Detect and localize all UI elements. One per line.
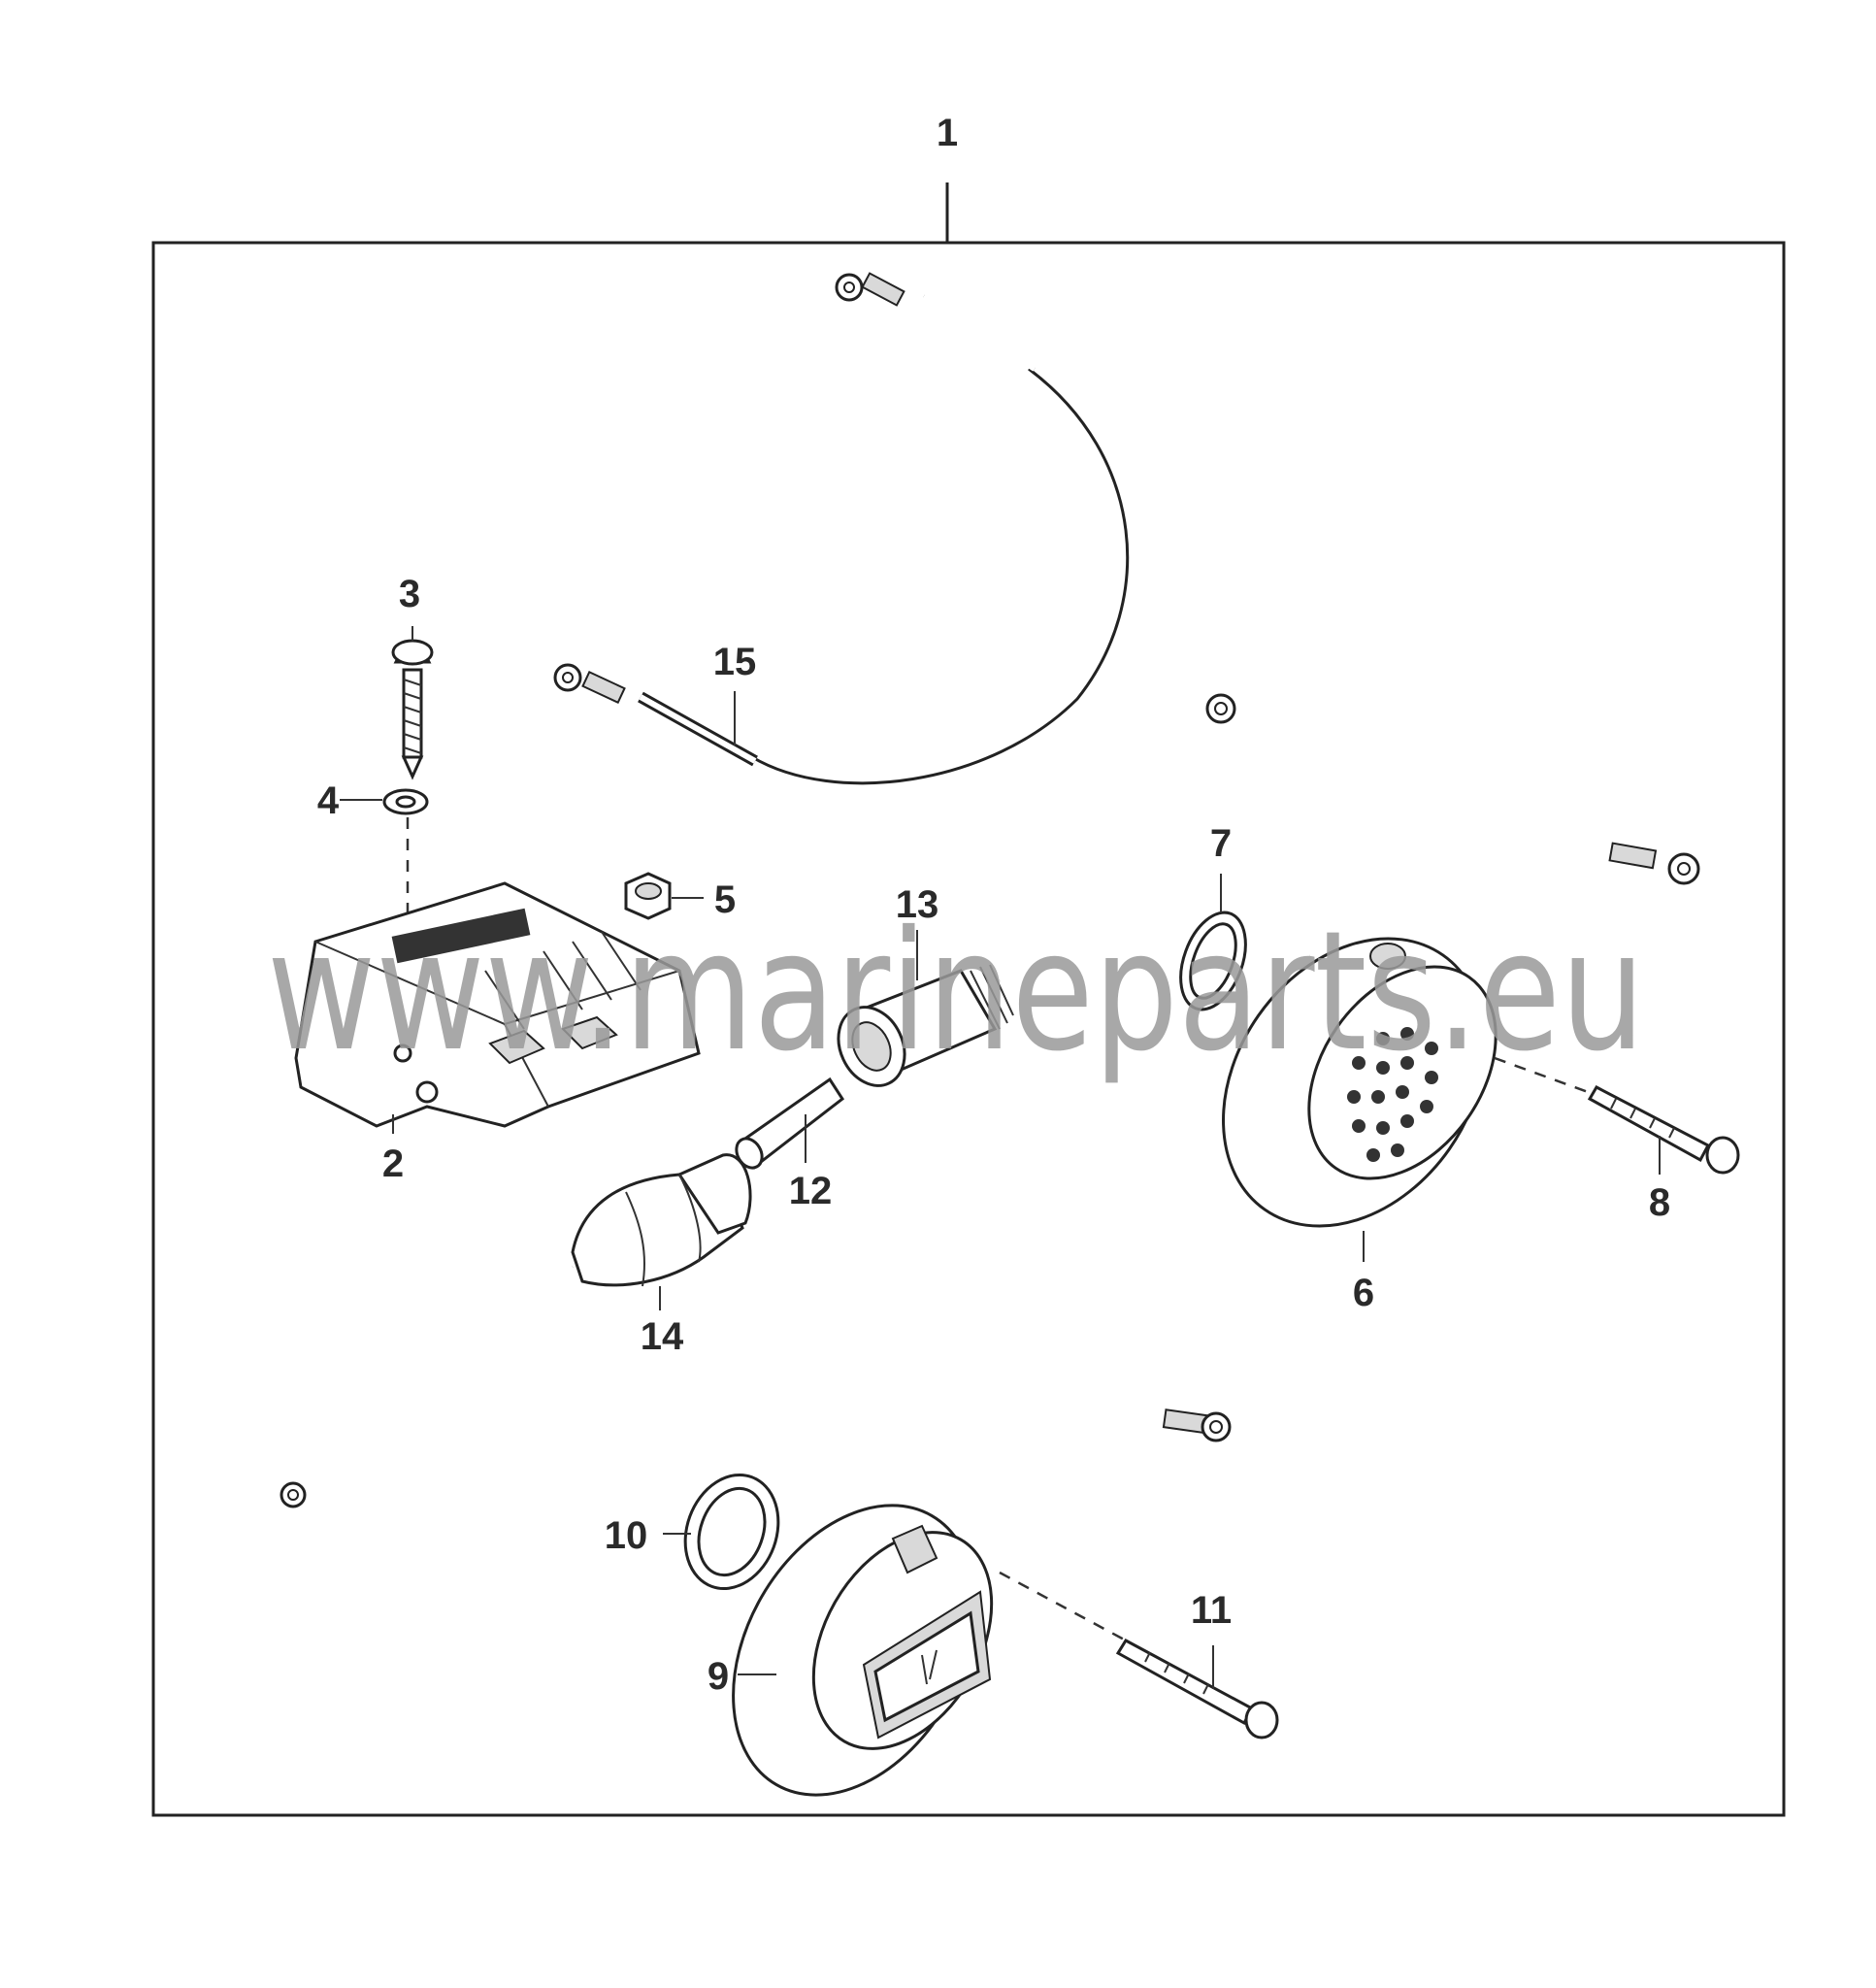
part-13-connector[interactable]: [826, 693, 1236, 1097]
part-5-nut[interactable]: [624, 872, 672, 920]
part-9-gauge[interactable]: [684, 1408, 1232, 1838]
callout-11[interactable]: 11: [1191, 1589, 1232, 1632]
callout-12[interactable]: 12: [789, 1170, 833, 1212]
callout-13[interactable]: 13: [896, 883, 939, 926]
part-8-screw[interactable]: [1587, 1085, 1740, 1175]
part-10-seal[interactable]: [670, 1462, 793, 1602]
part-2-module[interactable]: [294, 881, 701, 1128]
callout-5[interactable]: 5: [714, 878, 736, 921]
part-7-seal[interactable]: [1168, 904, 1258, 1018]
callout-9[interactable]: 9: [708, 1655, 729, 1698]
callout-14[interactable]: 14: [641, 1315, 684, 1358]
callout-15[interactable]: 15: [713, 641, 757, 683]
callout-8[interactable]: 8: [1649, 1181, 1670, 1224]
part-3-screw[interactable]: [391, 639, 434, 780]
part-12-pin[interactable]: [732, 1077, 845, 1173]
part-11-screw[interactable]: [1115, 1639, 1279, 1740]
watermark: www.marineparts.eu: [267, 896, 1645, 1088]
part-14-plug[interactable]: [280, 1153, 752, 1508]
part-6-speaker[interactable]: [1169, 842, 1700, 1276]
callout-7[interactable]: 7: [1210, 822, 1232, 865]
callout-1[interactable]: 1: [937, 112, 958, 154]
callout-6[interactable]: 6: [1353, 1272, 1374, 1314]
screw-11-axis-dash: [999, 1571, 1127, 1642]
kit-frame: [151, 241, 1786, 1817]
part-15-cable[interactable]: [553, 272, 1130, 785]
callout-4[interactable]: 4: [317, 779, 340, 822]
part-4-washer[interactable]: [382, 788, 429, 815]
screw-8-axis-dash: [1494, 1056, 1602, 1099]
callout-3[interactable]: 3: [399, 573, 420, 615]
callout-2[interactable]: 2: [382, 1143, 404, 1185]
callout-10[interactable]: 10: [605, 1514, 648, 1557]
